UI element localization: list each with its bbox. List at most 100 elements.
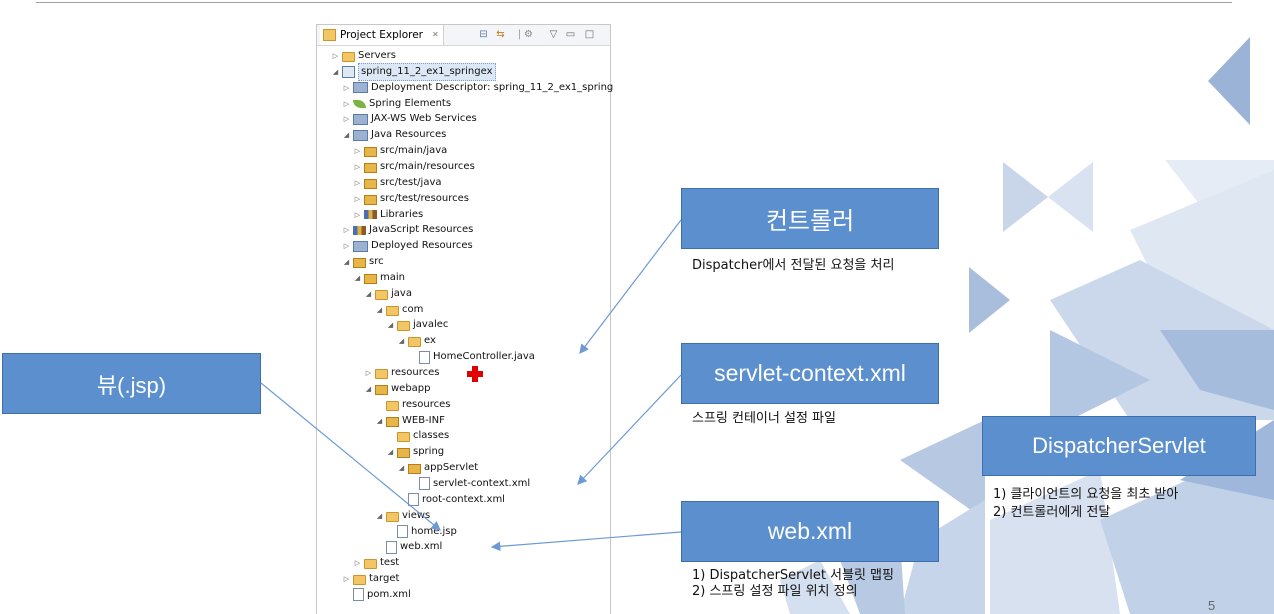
tree-item-label: src/test/java	[380, 176, 442, 188]
tree-item[interactable]: ◢views	[375, 508, 430, 524]
tree-item-label: spring	[413, 446, 445, 458]
tree-item[interactable]: servlet-context.xml	[408, 476, 530, 492]
project-explorer-icon	[323, 29, 336, 41]
collapse-all-icon[interactable]: ⊟	[479, 29, 488, 40]
collapsed-arrow-icon[interactable]: ▷	[332, 52, 339, 60]
expanded-arrow-icon[interactable]: ◢	[343, 258, 350, 267]
tree-item[interactable]: ◢spring_11_2_ex1_springex	[331, 62, 496, 81]
collapsed-arrow-icon[interactable]: ▷	[343, 242, 350, 251]
pkgfolder-icon	[364, 178, 377, 189]
expanded-arrow-icon[interactable]: ◢	[332, 67, 339, 76]
tree-item[interactable]: ◢Java Resources	[342, 127, 446, 143]
collapsed-arrow-icon[interactable]: ▷	[343, 83, 350, 92]
tree-item-label: src/main/java	[380, 145, 448, 157]
tree-item[interactable]: ◢webapp	[364, 381, 431, 397]
collapsed-arrow-icon[interactable]: ▷	[354, 162, 361, 171]
tree-item-label: src/main/resources	[380, 160, 475, 172]
collapsed-arrow-icon[interactable]: ▷	[343, 99, 350, 108]
expanded-arrow-icon[interactable]: ◢	[398, 337, 405, 346]
tree-item[interactable]: ▷target	[342, 571, 399, 587]
folder-icon	[364, 559, 377, 570]
tree-item-label: javalec	[413, 319, 449, 331]
tree-item[interactable]: ▷Deployment Descriptor: spring_11_2_ex1_…	[342, 80, 613, 96]
tree-item[interactable]: ▷ src/main/java	[353, 143, 447, 159]
tree-item[interactable]: ▷JavaScript Resources	[342, 222, 474, 238]
expanded-arrow-icon[interactable]: ◢	[376, 511, 383, 520]
tree-item[interactable]: root-context.xml	[397, 492, 505, 508]
folder-icon	[375, 289, 388, 300]
project-icon	[342, 65, 355, 78]
close-icon[interactable]: ✕	[431, 30, 439, 39]
tree-item[interactable]: ▷Servers	[331, 48, 396, 64]
tree-item-label: ex	[424, 335, 436, 347]
dispatcher-description-1: 1) 클라이언트의 요청을 최초 받아	[993, 487, 1179, 502]
tree-item[interactable]: HomeController.java	[408, 349, 535, 365]
tree-item[interactable]: ◢WEB-INF	[375, 413, 445, 429]
servlet-context-description: 스프링 컨테이너 설정 파일	[692, 411, 836, 426]
descriptor-icon	[353, 82, 368, 94]
tree-item[interactable]: ▷ src/test/java	[353, 175, 442, 191]
tab-project-explorer[interactable]: Project Explorer ✕	[320, 25, 444, 45]
minimize-icon[interactable]: ▭	[565, 29, 576, 40]
tree-item[interactable]: ◢appServlet	[397, 460, 478, 476]
tree-item[interactable]: classes	[386, 428, 449, 444]
expanded-arrow-icon[interactable]: ◢	[387, 321, 394, 330]
link-with-editor-icon[interactable]: ⇆	[496, 29, 505, 40]
collapsed-arrow-icon[interactable]: ▷	[354, 559, 361, 568]
collapsed-arrow-icon[interactable]: ▷	[354, 178, 361, 187]
file-icon	[419, 350, 430, 364]
view-menu-icon[interactable]: ▽	[549, 29, 558, 40]
tree-item[interactable]: ▷Deployed Resources	[342, 238, 473, 254]
tree-item[interactable]: ▷ src/test/resources	[353, 191, 469, 207]
expanded-arrow-icon[interactable]: ◢	[365, 289, 372, 298]
tree-item-label: java	[391, 287, 412, 299]
tree-item[interactable]: ▷resources	[364, 365, 439, 381]
collapsed-arrow-icon[interactable]: ▷	[354, 194, 361, 203]
expanded-arrow-icon[interactable]: ◢	[365, 384, 372, 393]
tree-item[interactable]: ▷Spring Elements	[342, 96, 451, 112]
arrow-servlet-context	[577, 374, 682, 485]
page-number: 5	[1208, 598, 1216, 613]
expanded-arrow-icon[interactable]: ◢	[343, 131, 350, 140]
file-icon	[408, 493, 419, 507]
tree-item[interactable]: pom.xml	[342, 587, 411, 603]
tree-item[interactable]: ◢ spring	[386, 444, 444, 460]
tree-item[interactable]: ◢ src	[342, 254, 384, 270]
tree-item-label: src	[369, 256, 384, 268]
collapsed-arrow-icon[interactable]: ▷	[365, 369, 372, 377]
tree-item[interactable]: ◢ main	[353, 270, 405, 286]
tab-label: Project Explorer	[340, 29, 423, 41]
expanded-arrow-icon[interactable]: ◢	[376, 305, 383, 314]
tree-item[interactable]: resources	[375, 397, 450, 413]
expanded-arrow-icon[interactable]: ◢	[387, 448, 394, 457]
filter-icon[interactable]: ⚙	[524, 29, 533, 40]
maximize-icon[interactable]: □	[584, 29, 595, 40]
collapsed-arrow-icon[interactable]: ▷	[343, 115, 350, 124]
expanded-arrow-icon[interactable]: ◢	[354, 273, 361, 282]
tree-item[interactable]: ◢ javalec	[386, 317, 448, 333]
tree-item-label: main	[380, 271, 405, 283]
tree-item[interactable]: ▷Libraries	[353, 207, 423, 223]
collapsed-arrow-icon[interactable]: ▷	[354, 147, 361, 156]
pkgfolder-icon	[364, 194, 377, 205]
tree-item[interactable]: ▷JAX-WS Web Services	[342, 111, 477, 127]
tree-item[interactable]: web.xml	[375, 539, 442, 555]
dispatcher-description-2: 2) 컨트롤러에게 전달	[993, 505, 1111, 520]
tree-item[interactable]: ▷test	[353, 555, 399, 571]
web-xml-description-1: 1) DispatcherServlet 서블릿 맵핑	[692, 568, 894, 583]
tree-item[interactable]: ◢ ex	[397, 333, 436, 349]
tree-item[interactable]: ◢com	[375, 302, 423, 318]
tree-item[interactable]: ◢ java	[364, 286, 412, 302]
tree-item[interactable]: ▷ src/main/resources	[353, 159, 475, 175]
collapsed-arrow-icon[interactable]: ▷	[343, 575, 350, 584]
library-icon	[353, 225, 366, 235]
top-divider	[36, 2, 1232, 3]
tree-item-label: src/test/resources	[380, 192, 470, 204]
expanded-arrow-icon[interactable]: ◢	[398, 464, 405, 473]
collapsed-arrow-icon[interactable]: ▷	[343, 226, 350, 235]
tree-item[interactable]: home.jsp	[386, 524, 457, 540]
expanded-arrow-icon[interactable]: ◢	[376, 416, 383, 425]
collapsed-arrow-icon[interactable]: ▷	[354, 210, 361, 219]
folder-icon	[397, 321, 410, 332]
